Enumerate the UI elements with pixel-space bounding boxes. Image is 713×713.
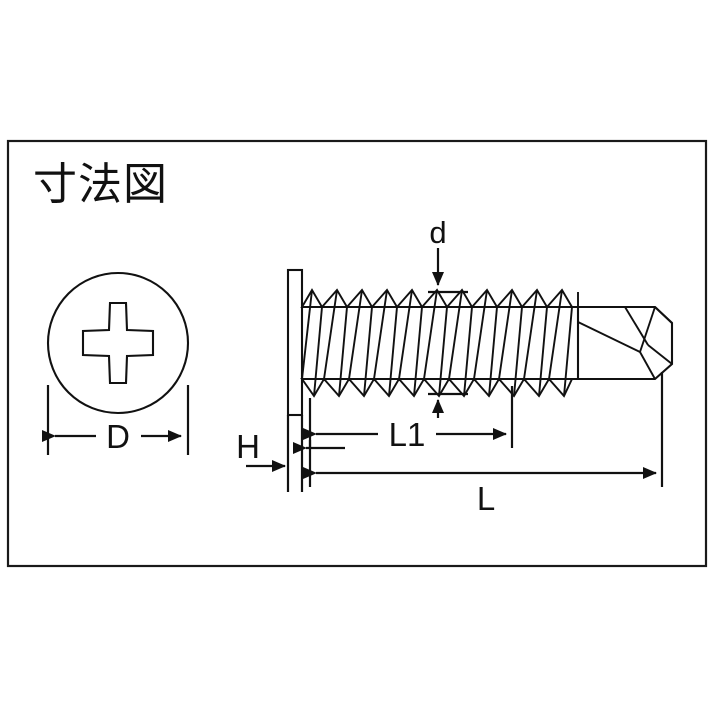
drill-point-body [576,305,674,381]
thread-flanks [301,289,573,397]
page-title: 寸法図 [33,159,168,210]
dim-D-label: D [106,418,130,455]
dim-L1-label: L1 [389,416,426,453]
drill-point [576,292,674,381]
dimension-d: d [428,215,468,418]
drill-point-flutes [577,306,673,380]
dim-d-label: d [429,215,446,250]
dim-H-label: H [236,428,260,465]
phillips-cross-recess [81,301,155,385]
dimension-L1: L1 [303,386,514,453]
dim-L-label: L [477,480,495,517]
dimension-D: D [42,385,190,455]
screw-head-side [286,268,304,417]
dimension-L: L [303,372,664,517]
thread-profile [300,288,580,398]
head-end-view [46,271,190,415]
side-elevation-view [286,268,674,417]
dimension-H: H [236,415,345,492]
